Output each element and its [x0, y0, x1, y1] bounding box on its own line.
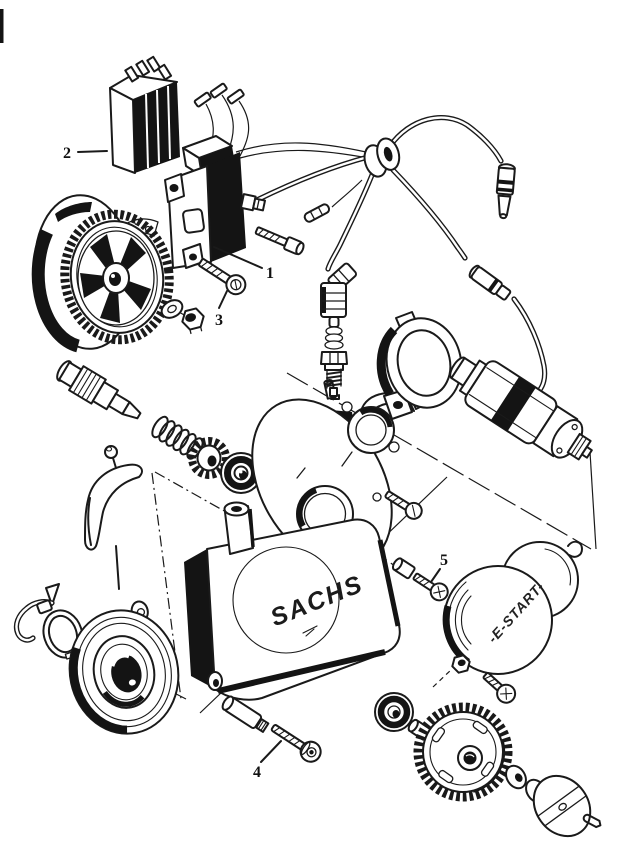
wiring-harness — [193, 82, 548, 394]
spade-connector — [193, 82, 245, 108]
cable-grommet — [363, 137, 401, 178]
cover-logo-mark — [302, 625, 318, 637]
sleeve-spacer — [221, 695, 270, 733]
cotter-pin — [582, 813, 602, 829]
cover-nut — [451, 654, 471, 674]
callout-2: 2 — [63, 145, 71, 162]
cable-connector-plug — [495, 163, 516, 220]
ht-outlet — [239, 193, 266, 212]
flywheel — [31, 194, 174, 353]
e-start-cover: -E-START- — [442, 540, 583, 675]
rectifier-regulator — [109, 55, 180, 174]
coil-screw — [254, 226, 305, 256]
callouts: 1 2 3 4 5 — [63, 145, 448, 781]
spark-plug — [320, 316, 348, 400]
roller-washer — [505, 764, 527, 790]
scan-artifact — [0, 9, 4, 43]
starter-motor — [449, 356, 593, 461]
flywheel-washer — [160, 299, 184, 319]
bullet-connector — [303, 203, 331, 223]
callout-5: 5 — [440, 552, 448, 569]
callout-3: 3 — [215, 312, 223, 329]
plate-screw — [384, 490, 423, 520]
flywheel-bolt — [198, 258, 247, 296]
starter-pulley — [68, 600, 180, 735]
long-bolt-4 — [270, 724, 322, 763]
callout-4: 4 — [253, 764, 261, 781]
starter-pawl — [84, 445, 143, 590]
cover-disc — [532, 774, 592, 838]
starter-spring — [151, 415, 204, 460]
sachs-crankcase-cover: SACHS — [184, 501, 401, 701]
starter-shaft — [56, 360, 142, 420]
retaining-clip — [13, 583, 60, 643]
starter-pinion-gear — [188, 437, 230, 479]
cover-screw — [482, 671, 517, 704]
ignition-coil — [164, 135, 305, 269]
terminal-lugs — [124, 55, 173, 83]
clamp-bracket — [376, 311, 463, 420]
callout-1: 1 — [266, 265, 274, 282]
flywheel-nut — [181, 307, 205, 335]
spark-plug-cap — [320, 262, 358, 318]
ball-bearing — [374, 692, 414, 732]
cable-connector-plug — [468, 264, 512, 301]
cover-bolt-5 — [391, 557, 449, 602]
clutch-gear-drum — [413, 702, 513, 802]
